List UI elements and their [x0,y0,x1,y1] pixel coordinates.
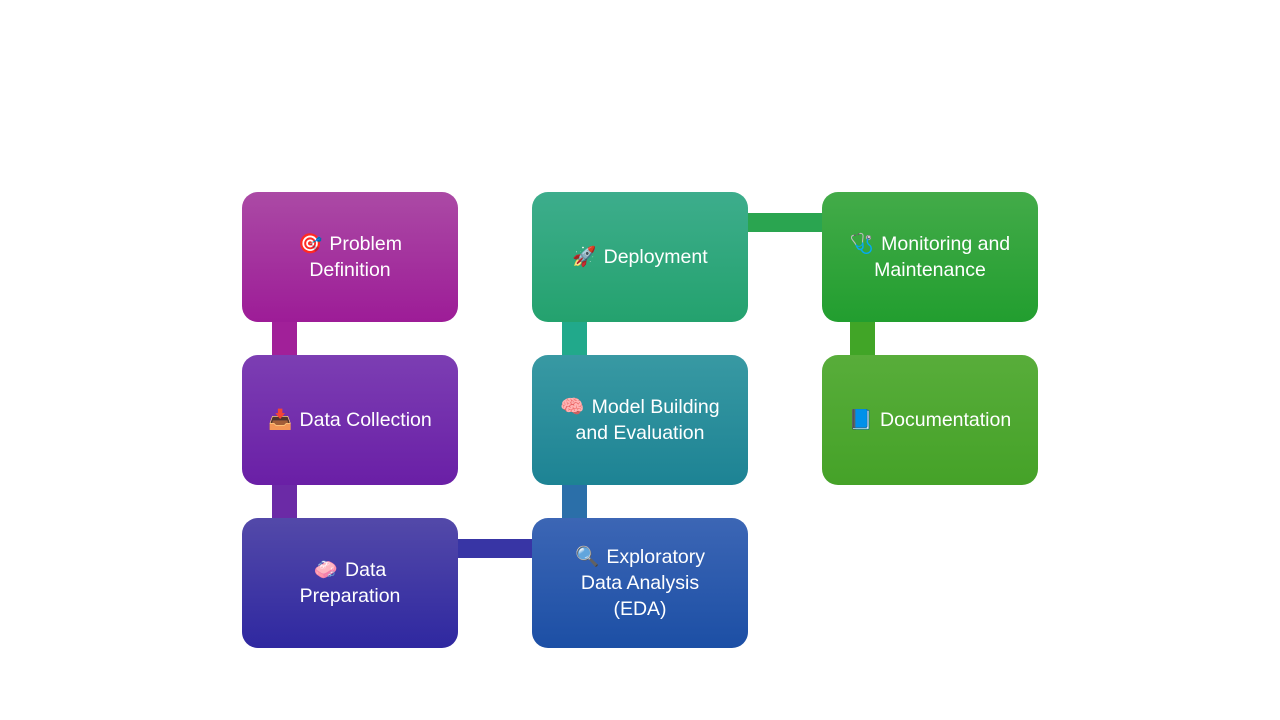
node-label: Problem Definition [309,233,402,281]
node-label: Exploratory Data Analysis (EDA) [580,546,705,620]
node-exploratory-data-analysis: 🔍Exploratory Data Analysis (EDA) [532,518,748,648]
node-label: Data Collection [299,409,432,431]
node-monitoring-maintenance: 🩺Monitoring and Maintenance [822,192,1038,322]
node-label: Model Building and Evaluation [575,396,720,444]
inbox-tray-icon: 📥 [268,409,293,431]
node-data-preparation: 🧼Data Preparation [242,518,458,648]
magnifying-glass-icon: 🔍 [575,546,600,568]
connector-deployment-to-monitoring [740,213,830,232]
node-text: 📥 Data Collection [268,407,432,433]
node-label: Documentation [880,409,1012,431]
stethoscope-icon: 🩺 [849,233,875,255]
node-data-collection: 📥 Data Collection [242,355,458,485]
rocket-icon: 🚀 [572,246,597,268]
node-text: 🎯Problem Definition [298,231,402,283]
blue-book-icon: 📘 [848,409,874,431]
node-label: Monitoring and Maintenance [874,233,1011,281]
connector-data-preparation-to-exploratory-data-analysis [450,539,540,558]
node-text: 🧠Model Building and Evaluation [560,394,719,446]
node-text: 🩺Monitoring and Maintenance [850,231,1010,283]
target-icon: 🎯 [298,233,323,255]
node-text: 🚀 Deployment [572,244,707,270]
node-model-building-evaluation: 🧠Model Building and Evaluation [532,355,748,485]
node-problem-definition: 🎯Problem Definition [242,192,458,322]
node-documentation: 📘 Documentation [822,355,1038,485]
node-text: 📘 Documentation [849,407,1011,433]
brain-icon: 🧠 [560,396,585,418]
node-text: 🔍Exploratory Data Analysis (EDA) [575,544,705,622]
node-text: 🧼Data Preparation [300,557,401,609]
node-label: Deployment [603,246,708,268]
node-deployment: 🚀 Deployment [532,192,748,322]
node-label: Data Preparation [299,559,401,607]
soap-icon: 🧼 [313,559,339,581]
